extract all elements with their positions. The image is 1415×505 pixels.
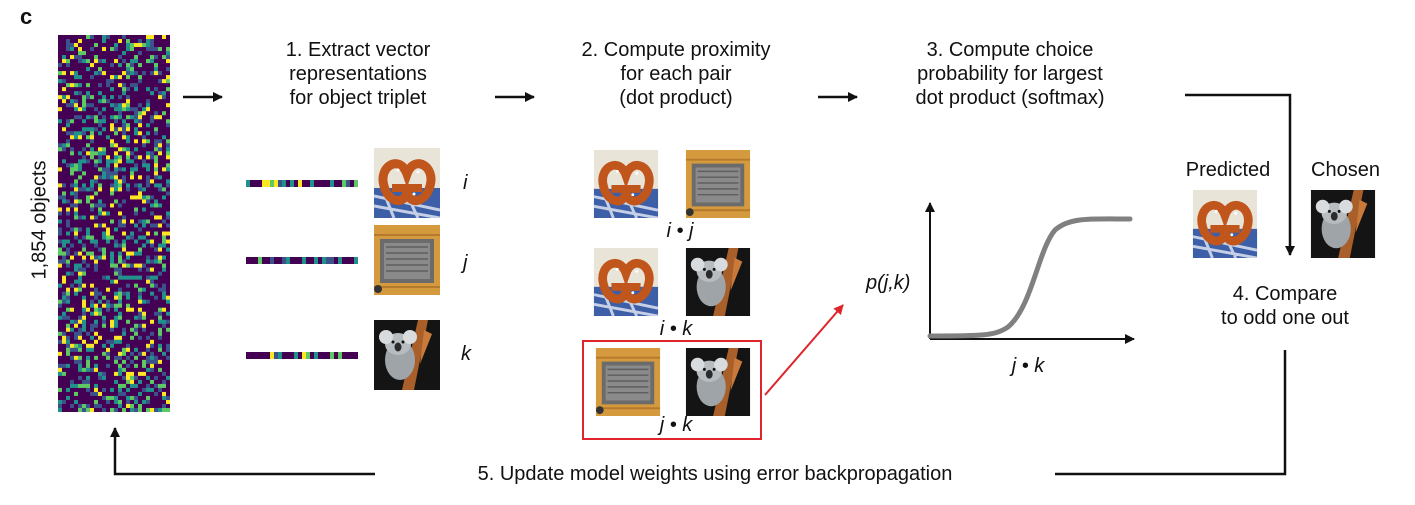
arrow-feedback-right bbox=[1055, 350, 1287, 476]
object-label-i: i bbox=[463, 172, 468, 194]
chosen-image bbox=[1310, 190, 1376, 258]
step1-title: 1. Extract vector representations for ob… bbox=[285, 39, 431, 109]
step5-title: 5. Update model weights using error back… bbox=[477, 463, 953, 485]
predicted-image bbox=[1192, 190, 1258, 258]
vector-k bbox=[246, 352, 358, 359]
object-label-k: k bbox=[461, 343, 471, 365]
pair-ij-label: i • j bbox=[666, 220, 694, 242]
softmax-plot bbox=[925, 202, 1135, 344]
pair-ik-pretzel bbox=[592, 248, 660, 316]
pair-ik-label: i • k bbox=[659, 318, 693, 340]
koala-image bbox=[374, 320, 440, 390]
pair-ij-pretzel bbox=[592, 150, 660, 218]
step4-title: 4. Compare to odd one out bbox=[1221, 283, 1349, 329]
vector-i bbox=[246, 180, 358, 187]
arrow-highlight bbox=[764, 304, 844, 396]
panel-label: c bbox=[20, 4, 33, 29]
pretzel-image bbox=[374, 148, 440, 218]
pair-jk-doormat bbox=[594, 348, 662, 416]
pair-ij-doormat bbox=[684, 150, 752, 218]
embedding-matrix bbox=[58, 35, 170, 412]
predicted-label: Predicted bbox=[1185, 159, 1271, 181]
object-label-j: j bbox=[463, 252, 468, 274]
arrow-to-compare bbox=[1185, 93, 1295, 256]
plot-y-label-text: p(j,k) bbox=[866, 272, 911, 294]
sigmoid-curve bbox=[927, 216, 1133, 339]
pair-jk-koala bbox=[684, 348, 752, 416]
pair-jk-label: j • k bbox=[659, 414, 693, 436]
vector-j bbox=[246, 257, 358, 264]
plot-x-label: j • k bbox=[1011, 355, 1045, 377]
doormat-image bbox=[374, 225, 440, 295]
plot-y-label: p(j,k) bbox=[866, 272, 910, 295]
step3-title: 3. Compute choice probability for larges… bbox=[915, 39, 1105, 109]
pair-ik-koala bbox=[684, 248, 752, 316]
chosen-label: Chosen bbox=[1311, 159, 1380, 181]
arrow-feedback-left bbox=[110, 427, 375, 476]
step2-title: 2. Compute proximity for each pair (dot … bbox=[581, 39, 771, 109]
highlight-box bbox=[582, 340, 762, 440]
